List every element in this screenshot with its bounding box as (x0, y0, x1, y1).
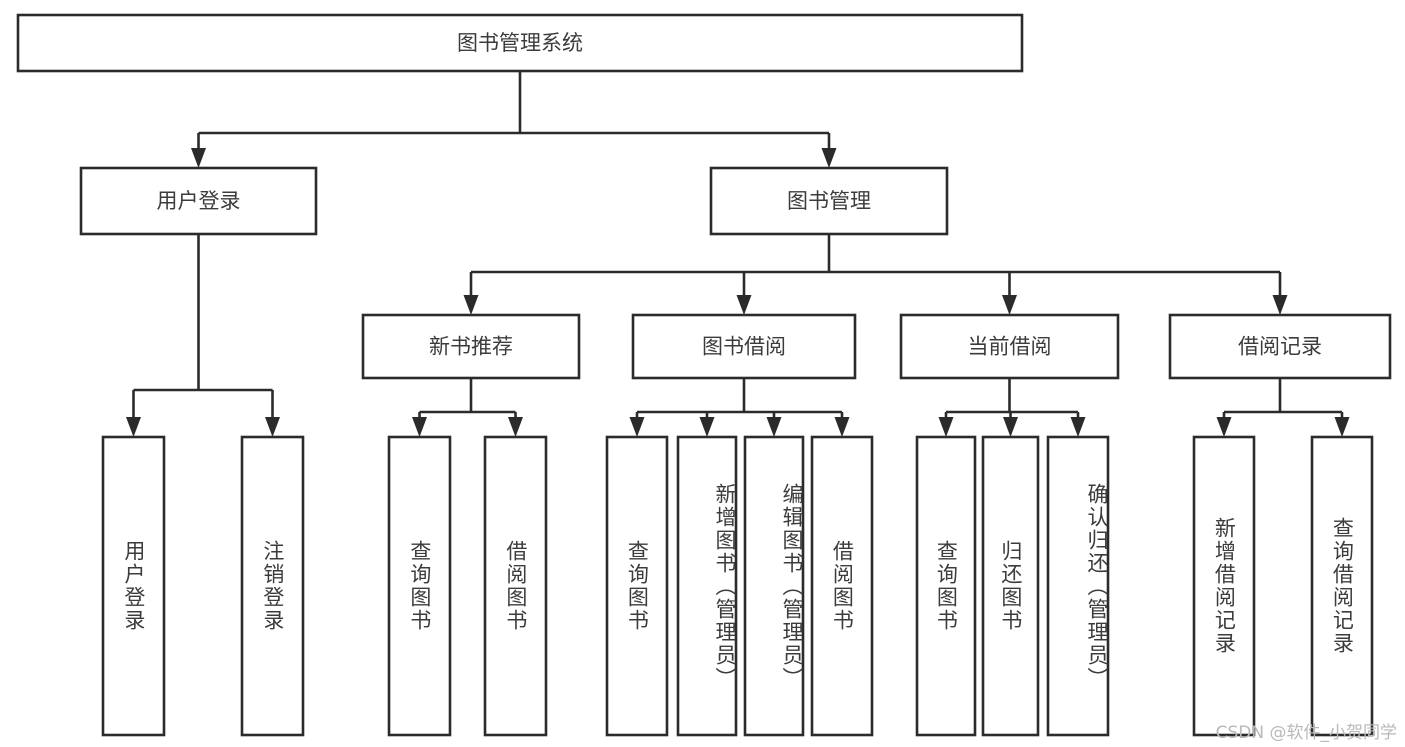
current-borrow-to-leaf-arrow-2 (1070, 417, 1086, 437)
node-box-borrow-edit-book (743, 435, 805, 737)
node-box-recommend-borrow-book (483, 435, 548, 737)
node-recommend-borrow-book[interactable] (483, 435, 548, 737)
borrow-record-to-leaf-arrow-1 (1334, 417, 1350, 437)
node-box-user-login (79, 166, 318, 236)
node-box-current-borrow (899, 313, 1120, 380)
node-user-login[interactable]: 用户登录 (79, 166, 318, 236)
root-to-l2-arrow-0 (191, 148, 206, 168)
node-box-current-confirm-return (1046, 435, 1110, 737)
bm-to-l3-arrow-3 (1272, 295, 1288, 315)
borrow-record-to-leaf-arrow-0 (1216, 417, 1232, 437)
node-box-new-book-recommend (361, 313, 581, 380)
node-box-current-return-book (981, 435, 1040, 737)
connector-layer (126, 71, 1350, 437)
ul-to-leaf-arrow-1 (265, 417, 280, 437)
node-box-record-add (1192, 435, 1256, 737)
node-label-book-manage: 图书管理 (787, 189, 871, 213)
book-borrow-to-leaf-arrow-0 (629, 417, 645, 437)
node-box-book-manage (709, 166, 949, 236)
node-label-root: 图书管理系统 (457, 31, 583, 55)
node-book-borrow[interactable]: 图书借阅 (631, 313, 857, 380)
node-recommend-query-book[interactable] (387, 435, 452, 737)
node-box-recommend-query-book (387, 435, 452, 737)
node-box-borrow-add-book (676, 435, 738, 737)
node-box-record-query (1310, 435, 1374, 737)
node-box-login (101, 435, 166, 737)
node-current-confirm-return[interactable] (1046, 435, 1110, 737)
book-borrow-to-leaf-arrow-2 (766, 417, 782, 437)
new-book-recommend-to-leaf-arrow-0 (412, 417, 427, 437)
node-box-book-borrow (631, 313, 857, 380)
node-current-return-book[interactable] (981, 435, 1040, 737)
node-box-root (16, 13, 1024, 73)
node-box-borrow-borrow-book (810, 435, 874, 737)
current-borrow-to-leaf-arrow-0 (938, 417, 954, 437)
bm-to-l3-arrow-2 (1002, 295, 1017, 315)
node-record-query[interactable] (1310, 435, 1374, 737)
node-label-new-book-recommend: 新书推荐 (429, 335, 513, 359)
node-box-borrow-record (1168, 313, 1392, 380)
node-borrow-record[interactable]: 借阅记录 (1168, 313, 1392, 380)
node-box-current-query-book (915, 435, 977, 737)
node-label-book-borrow: 图书借阅 (702, 335, 786, 359)
node-label-borrow-record: 借阅记录 (1238, 335, 1322, 359)
node-borrow-borrow-book[interactable] (810, 435, 874, 737)
node-box-borrow-query-book (605, 435, 669, 737)
root-to-l2-arrow-1 (821, 148, 837, 168)
node-label-current-borrow: 当前借阅 (968, 335, 1052, 359)
bm-to-l3-arrow-0 (463, 295, 479, 315)
node-borrow-add-book[interactable] (676, 435, 738, 737)
node-current-query-book[interactable] (915, 435, 977, 737)
node-record-add[interactable] (1192, 435, 1256, 737)
bm-to-l3-arrow-1 (736, 295, 752, 315)
node-current-borrow[interactable]: 当前借阅 (899, 313, 1120, 380)
book-borrow-to-leaf-arrow-1 (699, 417, 715, 437)
node-login[interactable] (101, 435, 166, 737)
book-borrow-to-leaf-arrow-3 (834, 417, 850, 437)
ul-to-leaf-arrow-0 (126, 417, 141, 437)
new-book-recommend-to-leaf-arrow-1 (508, 417, 523, 437)
node-borrow-query-book[interactable] (605, 435, 669, 737)
node-label-user-login: 用户登录 (157, 189, 241, 213)
node-borrow-edit-book[interactable] (743, 435, 805, 737)
current-borrow-to-leaf-arrow-1 (1003, 417, 1018, 437)
node-root[interactable]: 图书管理系统 (16, 13, 1024, 73)
node-book-manage[interactable]: 图书管理 (709, 166, 949, 236)
node-new-book-recommend[interactable]: 新书推荐 (361, 313, 581, 380)
node-logout[interactable] (240, 435, 305, 737)
node-box-logout (240, 435, 305, 737)
